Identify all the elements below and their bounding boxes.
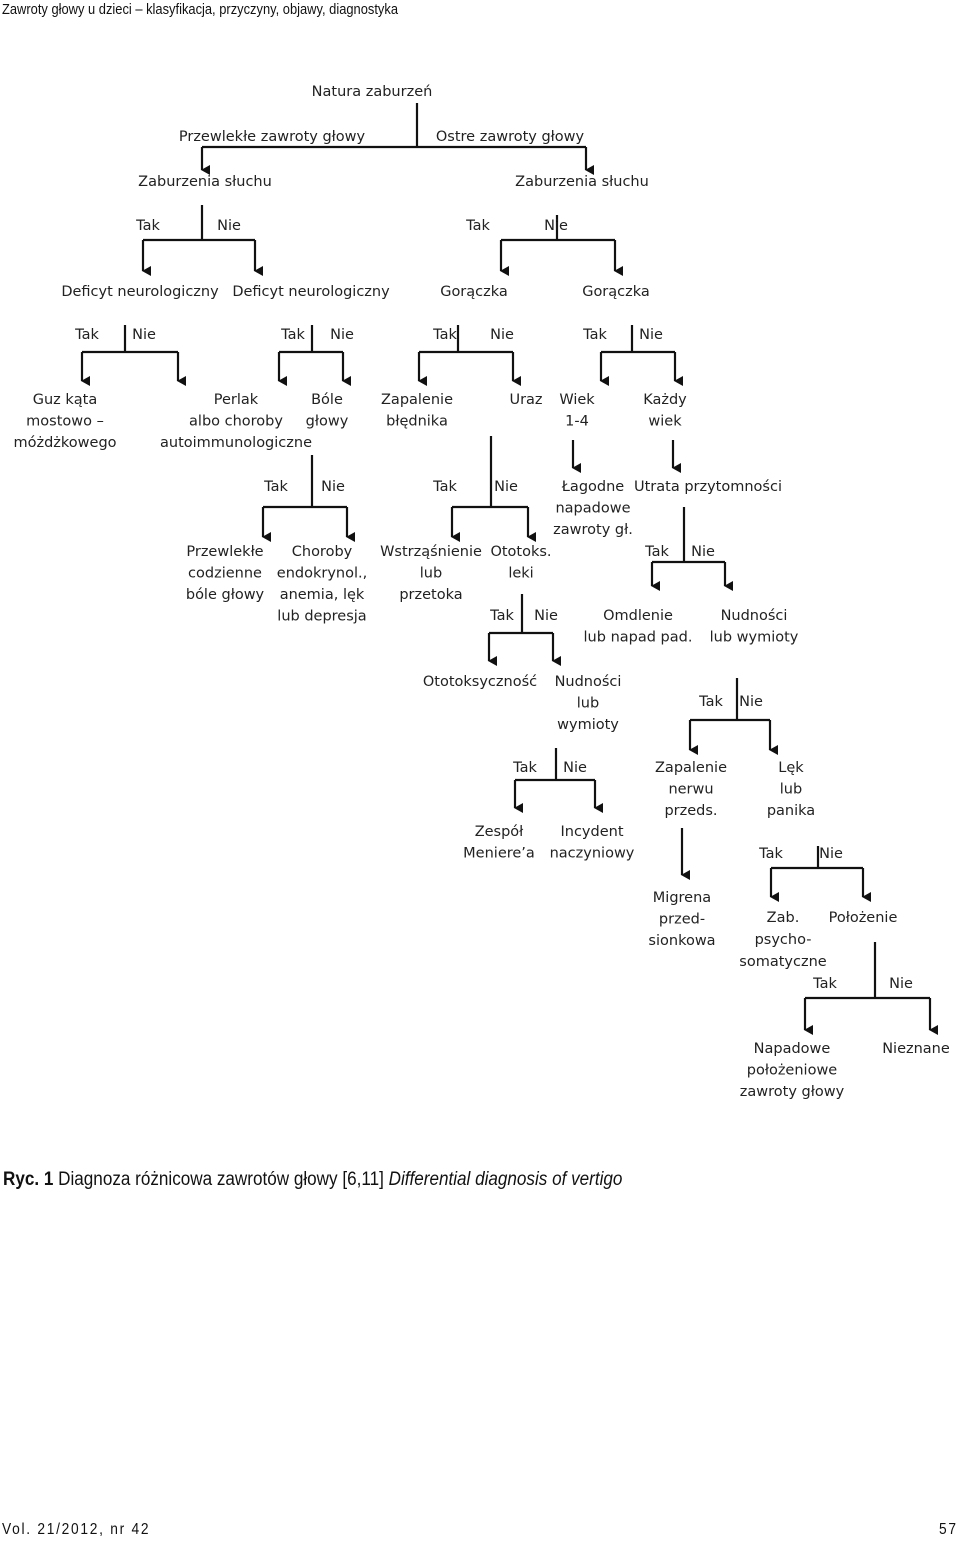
node-ototok: Ototoksyczność [423,674,537,690]
node-t10: Tak [489,608,514,624]
headache-fork [263,455,347,509]
node-acute: Ostre zawroty głowy [436,129,585,145]
node-t8: Tak [432,479,457,495]
node-t13: Tak [758,846,783,862]
caption-label: Ryc. 1 [3,1169,54,1190]
node-t11: Tak [698,694,723,710]
journal-volume: Vol. 21/2012, nr 42 [2,1521,151,1538]
page-number: 57 [939,1521,958,1538]
ototoxic-drugs-fork [489,594,553,635]
node-n12: Nie [563,760,587,776]
node-hear2: Zaburzenia słuchu [515,174,649,190]
node-t2: Tak [465,218,490,234]
deficit-left-a-fork [82,325,178,354]
hearing-left-fork [143,205,255,242]
node-t12: Tak [512,760,537,776]
node-root: Natura zaburzeń [312,84,433,100]
node-uraz: Uraz [509,392,542,408]
node-chronic: Przewlekłe zawroty głowy [179,129,366,145]
caption-text: Diagnoza różnicowa zawrotów głowy [6,11] [58,1169,384,1190]
node-n10: Nie [534,608,558,624]
node-n4: Nie [330,327,354,343]
fear-fork [771,846,863,870]
node-n3: Nie [132,327,156,343]
node-n14: Nie [889,976,913,992]
figure-caption: Ryc. 1 Diagnoza różnicowa zawrotów głowy… [3,1169,622,1191]
node-t6: Tak [582,327,607,343]
node-zab: Zab.psycho-somatyczne [739,910,826,970]
node-def1: Deficyt neurologiczny [61,284,219,300]
nausea-right-fork [690,678,770,722]
node-t9: Tak [644,544,669,560]
root-fork [202,103,586,149]
node-polo: Położenie [829,910,898,926]
node-n11: Nie [739,694,763,710]
node-t3: Tak [74,327,99,343]
node-n7: Nie [321,479,345,495]
deficit-left-b-fork [279,325,343,354]
node-fev2: Gorączka [582,284,650,300]
node-n5: Nie [490,327,514,343]
consciousness-fork [652,507,725,564]
node-t14: Tak [812,976,837,992]
node-n9: Nie [691,544,715,560]
node-n1: Nie [217,218,241,234]
node-n6: Nie [639,327,663,343]
node-n2: Nie [544,218,568,234]
node-t7: Tak [263,479,288,495]
flowchart-connectors [80,103,938,1035]
node-n8: Nie [494,479,518,495]
nausea-left-fork [515,748,595,782]
node-n13: Nie [819,846,843,862]
caption-english: Differential diagnosis of vertigo [388,1169,623,1190]
hearing-right-fork [501,215,615,242]
node-t4: Tak [280,327,305,343]
node-fev1: Gorączka [440,284,508,300]
fever-left-fork [419,325,513,354]
node-t1: Tak [135,218,160,234]
node-ototoks: Ototoks.leki [490,544,551,582]
node-def2: Deficyt neurologiczny [232,284,390,300]
node-t5: Tak [432,327,457,343]
trauma-fork [452,436,528,509]
node-hear1: Zaburzenia słuchu [138,174,272,190]
running-header: Zawroty głowy u dzieci – klasyfikacja, p… [2,1,399,18]
position-fork [805,942,930,1000]
fever-right-fork [601,325,675,354]
node-utrata: Utrata przytomności [634,479,782,495]
node-niezn: Nieznane [882,1041,950,1057]
